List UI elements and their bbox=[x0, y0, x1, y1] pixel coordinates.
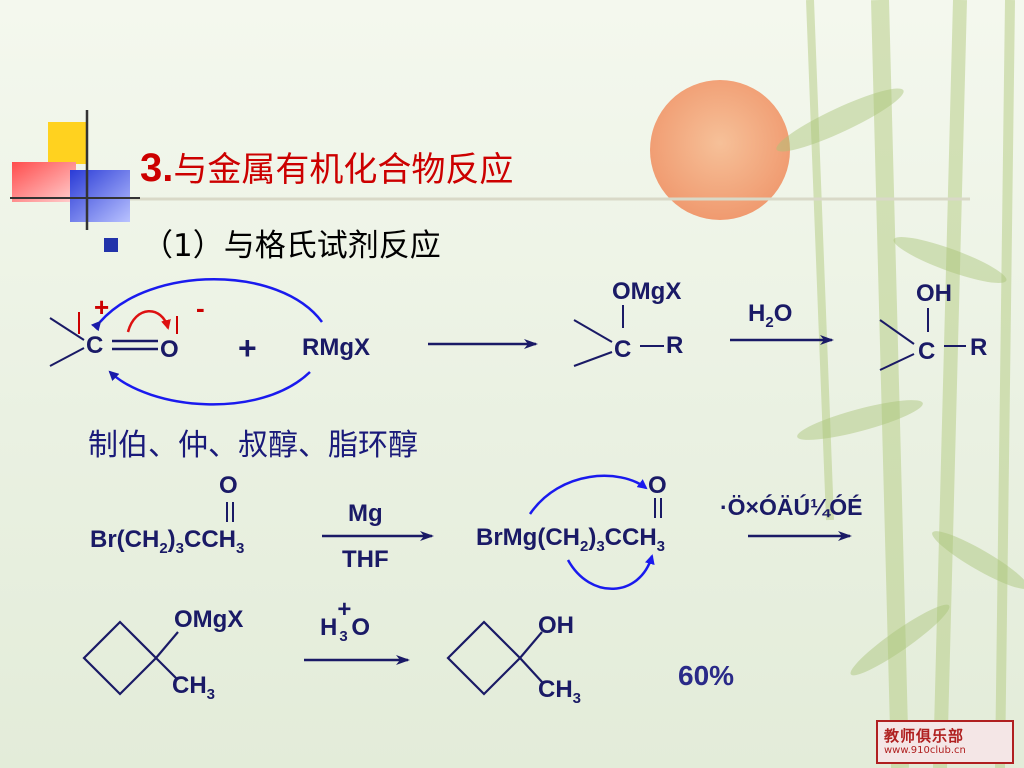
mid-subscript-3b: 3 bbox=[656, 537, 666, 555]
intermediate-omgx: OMgX bbox=[612, 278, 682, 305]
alcohol-oh: OH bbox=[538, 612, 574, 639]
sm-cch: CCH bbox=[184, 526, 237, 553]
title-number: 3. bbox=[140, 146, 174, 190]
stamp-main-text: 教师俱乐部 bbox=[884, 727, 965, 745]
mid-cch: CCH bbox=[604, 524, 657, 551]
water-subscript: 2 bbox=[765, 313, 774, 331]
sun-decoration bbox=[650, 80, 790, 220]
alkoxide-methyl-sub: 3 bbox=[206, 685, 216, 703]
carbonyl-oxygen: O bbox=[160, 336, 179, 363]
solvent-thf: THF bbox=[342, 546, 389, 573]
carbonyl-carbon: C bbox=[86, 332, 104, 359]
alcohol-methyl: CH3 bbox=[538, 676, 581, 707]
hydronium-charge-stack: +3 bbox=[337, 596, 351, 645]
hydronium-h: H bbox=[320, 614, 338, 641]
mid-brmg: BrMg(CH bbox=[476, 524, 580, 551]
plus-sign: + bbox=[238, 330, 257, 366]
garbled-condition-label: ·Ö×ÓÄÚ¼ÓÉ bbox=[720, 494, 863, 520]
reagent-mg: Mg bbox=[348, 500, 383, 527]
sm-subscript-3: 3 bbox=[175, 539, 185, 557]
mid-subscript-2: 2 bbox=[579, 537, 589, 555]
mid-subscript-3: 3 bbox=[596, 537, 605, 555]
intermediate-carbon: C bbox=[614, 336, 632, 363]
hydronium-subscript: 3 bbox=[339, 628, 348, 645]
sm-paren: ) bbox=[167, 526, 176, 553]
sm-br: Br(CH bbox=[90, 526, 160, 553]
alcohol-methyl-sub: 3 bbox=[572, 689, 582, 707]
mid-paren: ) bbox=[588, 524, 597, 551]
starting-bromoketone: Br(CH2)3CCH3 bbox=[90, 526, 244, 557]
product-oh: OH bbox=[916, 280, 952, 307]
water-label: H2O bbox=[748, 300, 792, 331]
sm-subscript-3b: 3 bbox=[236, 539, 245, 557]
partial-negative-charge: - bbox=[196, 293, 205, 323]
watermark-stamp: 教师俱乐部 www.910club.cn bbox=[876, 720, 1014, 764]
alkoxide-ch: CH bbox=[172, 672, 207, 699]
stamp-url-text: www.910club.cn bbox=[884, 745, 966, 756]
alkoxide-omgx: OMgX bbox=[174, 606, 244, 633]
reaction-yield: 60% bbox=[678, 660, 735, 691]
subtitle: （1）与格氏试剂反应 bbox=[142, 228, 441, 264]
grignard-intermediate: BrMg(CH2)3CCH3 bbox=[476, 524, 665, 555]
grignard-reagent: RMgX bbox=[302, 334, 370, 361]
title-text: 与金属有机化合物反应 bbox=[173, 150, 514, 190]
intermediate-r: R bbox=[666, 332, 684, 359]
partial-positive-charge: + bbox=[94, 292, 110, 322]
alcohol-ch: CH bbox=[538, 676, 573, 703]
water-o: O bbox=[773, 300, 793, 327]
bullet-square-icon bbox=[104, 238, 118, 252]
mid-ketone-oxygen: O bbox=[648, 472, 667, 499]
product-r: R bbox=[970, 334, 988, 361]
water-h: H bbox=[748, 300, 766, 327]
alkoxide-methyl: CH3 bbox=[172, 672, 215, 703]
bamboo-decoration bbox=[806, 0, 1015, 768]
product-carbon: C bbox=[918, 338, 936, 365]
sm-subscript-2: 2 bbox=[159, 539, 168, 557]
ketone-oxygen: O bbox=[219, 472, 238, 499]
corner-squares-logo bbox=[10, 110, 140, 230]
slide-title: 3.与金属有机化合物反应 bbox=[140, 142, 513, 191]
hydronium-plus: + bbox=[337, 596, 352, 623]
alcohol-types-note: 制伯、仲、叔醇、脂环醇 bbox=[88, 428, 418, 463]
hydronium-o: O bbox=[351, 614, 371, 641]
